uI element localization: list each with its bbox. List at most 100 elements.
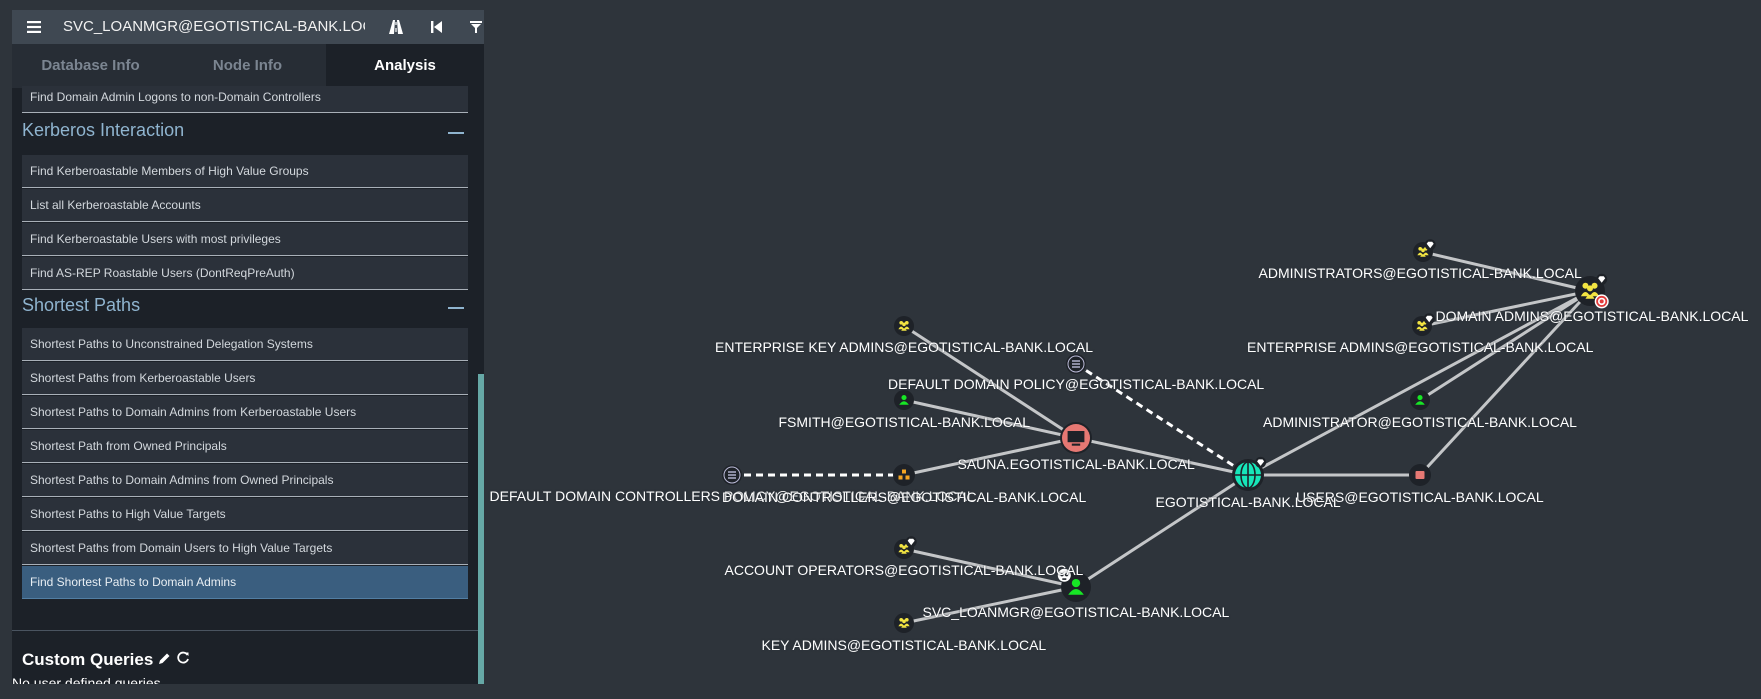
query-item[interactable]: List all Kerberoastable Accounts	[22, 189, 468, 222]
graph-edge[interactable]	[1422, 250, 1591, 293]
custom-queries-label: Custom Queries	[22, 650, 154, 669]
graph-node-enterprise-key-admins[interactable]	[894, 316, 914, 336]
query-item[interactable]: Find Domain Admin Logons to non-Domain C…	[22, 86, 468, 113]
step-backward-icon[interactable]	[422, 10, 452, 44]
graph-node-administrator[interactable]	[1410, 390, 1430, 410]
graph-node-enterprise-admins[interactable]	[1412, 313, 1435, 336]
domain-node-icon	[1235, 461, 1261, 489]
graph-node-label: KEY ADMINS@EGOTISTICAL-BANK.LOCAL	[761, 637, 1047, 653]
graph-node-label: DOMAIN ADMINS@EGOTISTICAL-BANK.LOCAL	[1435, 308, 1749, 324]
graph-edge[interactable]	[903, 585, 1077, 625]
analysis-content: Find Domain Admin Logons to non-Domain C…	[12, 86, 478, 684]
high-value-diamond-icon	[1255, 456, 1267, 468]
graph-node-label: FSMITH@EGOTISTICAL-BANK.LOCAL	[778, 414, 1030, 430]
graph-node-label: ENTERPRISE ADMINS@EGOTISTICAL-BANK.LOCAL	[1247, 339, 1594, 355]
tab-analysis[interactable]: Analysis	[326, 44, 484, 88]
query-item[interactable]: Find Kerberoastable Members of High Valu…	[22, 155, 468, 188]
group-node-icon	[898, 617, 910, 628]
tab-database-info[interactable]: Database Info	[41, 57, 140, 74]
group-node-icon	[898, 543, 910, 554]
graph-edge[interactable]	[1421, 289, 1591, 328]
collapse-icon[interactable]	[448, 307, 464, 309]
graph-edge[interactable]	[1247, 289, 1591, 477]
scrollbar-thumb[interactable]	[478, 374, 484, 684]
pencil-icon[interactable]	[158, 650, 171, 670]
search-bar: SVC_LOANMGR@EGOTISTICAL-BANK.LOCAL	[12, 10, 484, 44]
graph-node-label: USERS@EGOTISTICAL-BANK.LOCAL	[1296, 489, 1544, 505]
query-item[interactable]: Shortest Paths from Domain Users to High…	[22, 532, 468, 565]
graph-edge[interactable]	[1075, 362, 1249, 477]
group-node-icon	[1416, 320, 1428, 331]
graph-node-ddc-policy[interactable]	[722, 465, 742, 485]
graph-node-label: ADMINISTRATORS@EGOTISTICAL-BANK.LOCAL	[1258, 265, 1582, 281]
refresh-icon[interactable]	[176, 650, 190, 670]
ou-node-icon	[895, 466, 913, 484]
query-item[interactable]: Shortest Paths to Domain Admins from Own…	[22, 464, 468, 497]
graph-node-sauna[interactable]	[1060, 422, 1092, 454]
user-node-icon	[899, 395, 909, 405]
graph-node-label: DEFAULT DOMAIN POLICY@EGOTISTICAL-BANK.L…	[888, 376, 1265, 392]
query-item-selected[interactable]: Find Shortest Paths to Domain Admins	[22, 566, 468, 599]
high-value-diamond-icon	[905, 536, 917, 548]
collapse-icon[interactable]	[448, 132, 464, 134]
query-item[interactable]: Find AS-REP Roastable Users (DontReqPreA…	[22, 257, 468, 290]
graph-edge[interactable]	[903, 324, 1077, 440]
hamburger-menu-icon[interactable]	[18, 10, 50, 44]
graph-node-label: ADMINISTRATOR@EGOTISTICAL-BANK.LOCAL	[1263, 414, 1577, 430]
graph-edge[interactable]	[1075, 436, 1249, 477]
graph-edge[interactable]	[1075, 473, 1249, 589]
gpo-node-icon	[1067, 355, 1085, 373]
graph-edge[interactable]	[903, 436, 1077, 477]
user-node-icon	[1068, 578, 1084, 595]
graph-node-label: SVC_LOANMGR@EGOTISTICAL-BANK.LOCAL	[922, 604, 1230, 620]
graph-node-label: ENTERPRISE KEY ADMINS@EGOTISTICAL-BANK.L…	[715, 339, 1094, 355]
high-value-diamond-icon	[1424, 239, 1436, 251]
graph-node-domain[interactable]	[1232, 456, 1267, 491]
graph-node-label: ACCOUNT OPERATORS@EGOTISTICAL-BANK.LOCAL	[724, 562, 1084, 578]
group-node-icon	[898, 320, 910, 331]
graph-node-users[interactable]	[1409, 464, 1431, 486]
graph-node-account-operators[interactable]	[894, 536, 917, 559]
query-item[interactable]: Shortest Paths from Kerberoastable Users	[22, 362, 468, 395]
graph-node-domain-controllers[interactable]	[893, 464, 915, 486]
road-icon[interactable]	[381, 10, 411, 44]
target-icon	[1594, 294, 1609, 309]
section-title-shortest-paths: Shortest Paths	[22, 295, 141, 315]
container-node-icon	[1411, 466, 1429, 484]
high-value-diamond-icon	[1596, 273, 1608, 285]
graph-node-label: DEFAULT DOMAIN CONTROLLERS POLICY@EGOTIS…	[489, 488, 975, 504]
owned-skull-icon	[1057, 568, 1071, 582]
graph-node-label: DOMAIN CONTROLLERS@EGOTISTICAL-BANK.LOCA…	[722, 489, 1087, 505]
tab-node-info[interactable]: Node Info	[212, 57, 283, 74]
graph-node-svc-loanmgr[interactable]	[1057, 568, 1091, 602]
query-item[interactable]: Shortest Paths to High Value Targets	[22, 498, 468, 531]
graph-edge[interactable]	[1418, 289, 1592, 477]
user-node-icon	[1415, 395, 1425, 405]
graph-edge[interactable]	[903, 398, 1077, 440]
search-node-input[interactable]: SVC_LOANMGR@EGOTISTICAL-BANK.LOCAL	[63, 18, 365, 35]
graph-node-domain-admins[interactable]	[1575, 273, 1609, 309]
graph-node-key-admins[interactable]	[894, 613, 914, 633]
query-item[interactable]: Shortest Paths to Domain Admins from Ker…	[22, 396, 468, 429]
graph-node-fsmith[interactable]	[894, 390, 914, 410]
filter-icon[interactable]	[461, 10, 484, 44]
no-custom-queries-text: No user defined queries.	[12, 675, 165, 684]
query-item[interactable]: Shortest Path from Owned Principals	[22, 430, 468, 463]
side-panel: SVC_LOANMGR@EGOTISTICAL-BANK.LOCAL Datab…	[12, 10, 484, 684]
computer-node-icon	[1062, 424, 1090, 452]
graph-node-default-domain-policy[interactable]	[1066, 354, 1086, 374]
graph-node-administrators[interactable]	[1413, 239, 1436, 262]
graph-node-label: SAUNA.EGOTISTICAL-BANK.LOCAL	[957, 456, 1195, 472]
query-item[interactable]: Find Kerberoastable Users with most priv…	[22, 223, 468, 256]
divider	[12, 630, 478, 631]
high-value-diamond-icon	[1423, 313, 1435, 325]
gpo-node-icon	[723, 466, 741, 484]
group-node-icon	[1580, 282, 1600, 299]
query-item[interactable]: Shortest Paths to Unconstrained Delegati…	[22, 328, 468, 361]
panel-tabs: Database Info Node Info Analysis	[12, 44, 484, 88]
graph-edge[interactable]	[903, 547, 1077, 589]
graph-node-label: EGOTISTICAL-BANK.LOCAL	[1155, 494, 1341, 510]
custom-queries-title: Custom Queries	[22, 650, 190, 670]
graph-edge[interactable]	[1419, 289, 1591, 402]
